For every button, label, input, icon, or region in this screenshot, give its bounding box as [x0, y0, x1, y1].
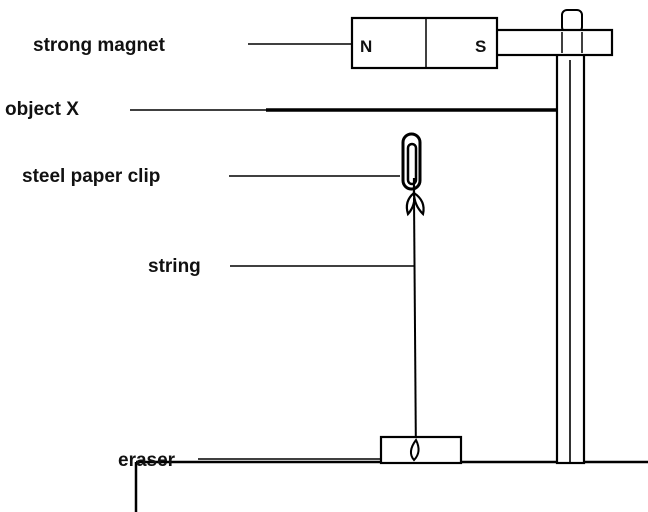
eraser-block — [379, 435, 463, 465]
labels: strong magnet object X steel paper clip … — [5, 35, 201, 471]
label-steel-paper-clip: steel paper clip — [22, 166, 160, 187]
upper-string-knot — [405, 190, 425, 217]
label-eraser: eraser — [118, 450, 176, 471]
bar-magnet: N S — [350, 16, 499, 70]
string — [413, 197, 417, 463]
stand-post — [555, 9, 586, 465]
magnet-north-pole-label: N — [360, 37, 372, 56]
steel-paper-clip — [401, 132, 422, 194]
support-arm — [493, 28, 614, 57]
magnet-south-pole-label: S — [475, 37, 486, 56]
label-object-x: object X — [5, 99, 79, 120]
label-leaders — [130, 43, 414, 460]
label-string: string — [148, 256, 201, 277]
base-table — [134, 460, 648, 512]
label-strong-magnet: strong magnet — [33, 35, 166, 56]
